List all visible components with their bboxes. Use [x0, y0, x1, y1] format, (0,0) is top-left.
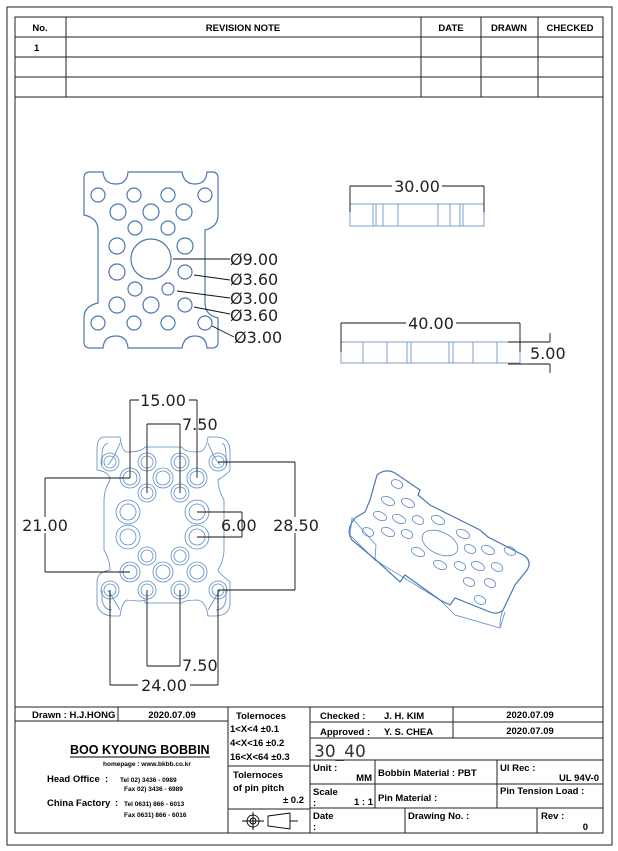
drawn-date: 2020.07.09	[148, 710, 196, 721]
date-colon: :	[313, 822, 316, 833]
rev-value: 0	[583, 822, 588, 833]
top-view-holes	[90, 187, 213, 331]
revision-row-no: 1	[34, 43, 40, 54]
approved-name: Y. S. CHEA	[384, 727, 433, 738]
company-name: BOO KYOUNG BOBBIN	[70, 743, 210, 757]
dim-24: 24.00	[141, 676, 187, 695]
projection-symbol-icon	[242, 812, 298, 830]
bottom-view: 15.00 7.50 21.00 6.00 28.50 7.50 24.00	[20, 391, 323, 695]
date-label: Date	[313, 811, 334, 822]
dim-width-30: 30.00	[394, 177, 440, 196]
top-view-leaders	[173, 258, 235, 338]
header-checked: CHECKED	[547, 23, 594, 34]
bottom-view-dimension-lines	[44, 399, 296, 686]
china-factory-tel: Tel 0631) 866 - 6013	[124, 801, 185, 808]
part-name: 30_40	[314, 742, 366, 762]
isometric-view	[348, 470, 530, 629]
header-drawn: DRAWN	[491, 23, 527, 34]
dim-7-5-top: 7.50	[182, 415, 218, 434]
dim-7-5-bottom: 7.50	[182, 656, 218, 675]
pin-tension-load: Pin Tension Load :	[500, 786, 584, 797]
head-office-label: Head Office	[47, 774, 100, 785]
china-factory-label: China Factory	[47, 798, 111, 809]
dim-hole-3-6b: Ø3.60	[230, 306, 278, 325]
china-factory-fax: Fax 0631) 866 - 6016	[124, 812, 187, 819]
top-view-outline	[83, 171, 219, 349]
side-view-30: 30.00	[349, 177, 485, 227]
pin-material: Pin Material :	[378, 793, 437, 804]
checked-date: 2020.07.09	[506, 710, 554, 721]
dim-hole-9: Ø9.00	[230, 250, 278, 269]
head-office-colon: :	[105, 774, 108, 785]
drawn-by: Drawn : H.J.HONG	[32, 710, 115, 721]
checked-name: J. H. KIM	[384, 711, 424, 722]
scale-value: 1 : 1	[354, 797, 374, 808]
ul-rec-label: Ul Rec :	[500, 763, 535, 774]
dim-hole-3-6a: Ø3.60	[230, 270, 278, 289]
header-date: DATE	[438, 23, 463, 34]
drawing-number-label: Drawing No. :	[408, 811, 469, 822]
dim-hole-3b: Ø3.00	[234, 328, 282, 347]
tolerances-title: Tolernoces	[236, 711, 286, 722]
top-view: Ø9.00 Ø3.60 Ø3.00 Ø3.60 Ø3.00	[83, 171, 282, 349]
dim-6: 6.00	[221, 516, 257, 535]
approved-date: 2020.07.09	[506, 726, 554, 737]
homepage: homepage : www.bkbb.co.kr	[103, 761, 191, 768]
scale-colon: :	[313, 798, 316, 809]
china-factory-colon: :	[115, 798, 118, 809]
head-office-tel: Tel 02) 3436 - 0989	[120, 777, 177, 784]
pin-pitch-title-2: of pin pitch	[233, 783, 284, 794]
dim-height-5: 5.00	[530, 344, 566, 363]
dim-width-40: 40.00	[408, 314, 454, 333]
ul-rec-value: UL 94V-0	[559, 773, 599, 784]
header-no: No.	[32, 23, 47, 34]
tolerance-3: 16<X<64 ±0.3	[230, 752, 290, 763]
pin-pitch-value: ± 0.2	[283, 795, 304, 806]
dim-21: 21.00	[22, 516, 68, 535]
bobbin-material: Bobbin Material : PBT	[378, 768, 477, 779]
inner-frame	[14, 16, 604, 834]
dim-hole-3a: Ø3.00	[230, 289, 278, 308]
dim-15: 15.00	[140, 391, 186, 410]
side-view-40: 40.00 5.00	[340, 314, 566, 373]
outer-border	[6, 6, 613, 846]
dim-28-5: 28.50	[273, 516, 319, 535]
title-block: Drawn : H.J.HONG 2020.07.09 BOO KYOUNG B…	[15, 706, 603, 833]
bottom-view-holes	[100, 452, 228, 600]
checked-label: Checked :	[320, 711, 365, 722]
pin-pitch-title-1: Tolernoces	[233, 770, 283, 781]
rev-label: Rev :	[541, 811, 564, 822]
unit-label: Unit :	[313, 763, 337, 774]
unit-value: MM	[356, 773, 372, 784]
header-revision-note: REVISION NOTE	[206, 23, 280, 34]
head-office-fax: Fax 02) 3436 - 6989	[124, 786, 183, 793]
tolerance-2: 4<X<16 ±0.2	[230, 738, 284, 749]
revision-table: No. REVISION NOTE DATE DRAWN CHECKED 1	[15, 17, 603, 98]
tolerance-1: 1<X<4 ±0.1	[230, 724, 280, 735]
scale-label: Scale	[313, 787, 338, 798]
approved-label: Approved :	[320, 727, 370, 738]
